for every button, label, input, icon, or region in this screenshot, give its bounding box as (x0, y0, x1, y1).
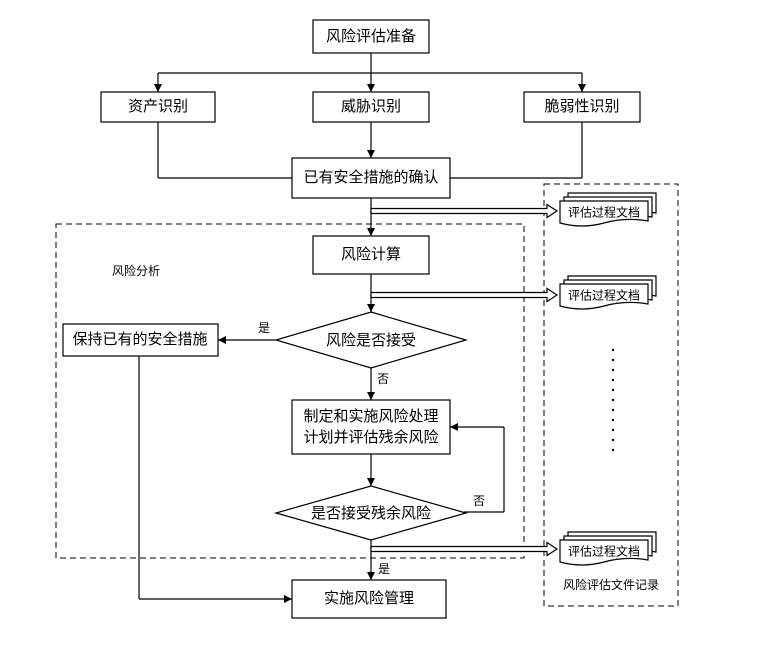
node-keep-existing-measures: 保持已有的安全措施 (62, 323, 219, 357)
risk-analysis-group (55, 223, 525, 559)
node-risk-calculation: 风险计算 (312, 235, 430, 275)
node-label: 实施风险管理 (324, 589, 414, 607)
node-risk-treatment-plan: 制定和实施风险处理 计划并评估残余风险 (291, 399, 451, 455)
node-label: 威胁识别 (341, 97, 401, 115)
decision-label: 是否接受残余风险 (311, 504, 431, 522)
edge-label-yes: 是 (378, 562, 390, 576)
document-stack: 评估过程文档 (559, 275, 657, 310)
records-group-label: 风险评估文件记录 (563, 577, 659, 592)
decision-residual-risk-accepted: 是否接受残余风险 (273, 485, 469, 541)
node-label: 保持已有的安全措施 (72, 330, 207, 348)
node-threat-identification: 威胁识别 (312, 91, 430, 123)
node-label: 已有安全措施的确认 (303, 168, 438, 186)
decision-risk-accepted: 风险是否接受 (273, 311, 469, 369)
risk-analysis-group-label: 风险分析 (112, 263, 160, 278)
records-group (543, 183, 679, 607)
node-label: 资产识别 (128, 97, 188, 115)
node-label: 脆弱性识别 (544, 97, 619, 115)
node-label: 风险计算 (341, 245, 401, 263)
node-label: 风险评估准备 (326, 27, 416, 45)
node-label-line2: 计划并评估残余风险 (303, 428, 438, 446)
node-implement-risk-management: 实施风险管理 (291, 579, 447, 619)
document-label: 评估过程文档 (568, 205, 640, 220)
node-asset-identification: 资产识别 (100, 91, 216, 123)
node-label-line1: 制定和实施风险处理 (303, 407, 438, 425)
node-vulnerability-identification: 脆弱性识别 (523, 91, 641, 123)
edge-label-no: 否 (377, 372, 389, 386)
document-label: 评估过程文档 (568, 544, 640, 559)
document-stack: 评估过程文档 (559, 531, 657, 566)
edge-label-yes: 是 (258, 321, 270, 335)
ellipsis-dots (611, 348, 615, 452)
edge-label-no: 否 (473, 494, 485, 508)
document-label: 评估过程文档 (568, 288, 640, 303)
node-risk-assessment-prep: 风险评估准备 (312, 19, 430, 54)
document-stack: 评估过程文档 (559, 192, 657, 227)
decision-label: 风险是否接受 (326, 331, 416, 349)
node-confirm-existing-measures: 已有安全措施的确认 (291, 157, 451, 199)
document-flow-arrows (370, 203, 559, 557)
